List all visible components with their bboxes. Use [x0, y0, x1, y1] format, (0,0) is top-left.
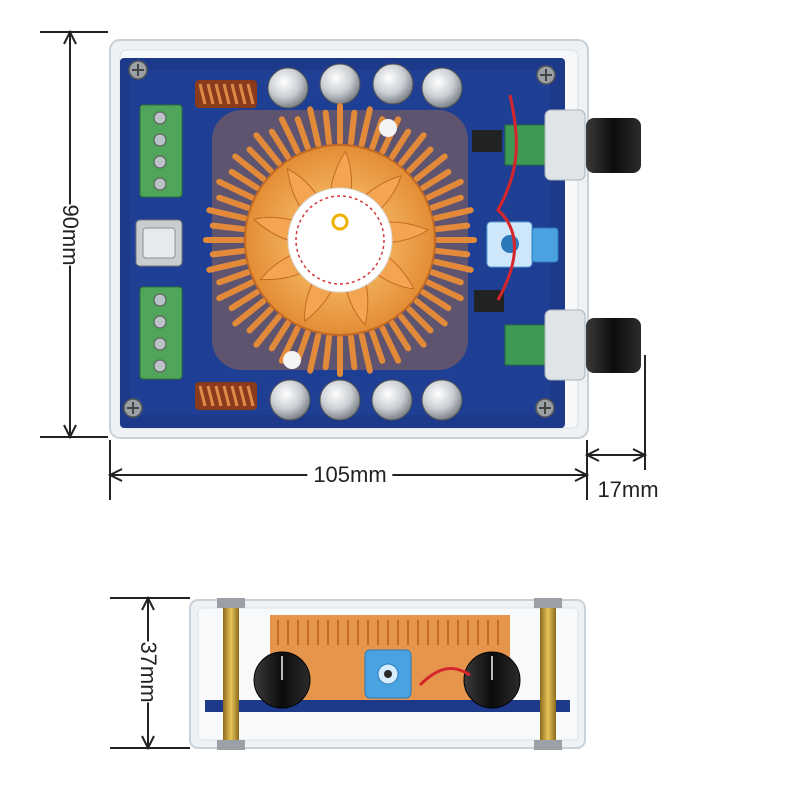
mounting-screw-icon [123, 60, 556, 418]
inductor-icon [195, 80, 257, 410]
speaker-terminal-top [139, 104, 183, 198]
height-label: 90mm [58, 204, 83, 266]
audio-jack-icon [486, 221, 559, 268]
capacitor-icon [267, 63, 463, 421]
side-height-label: 37mm [136, 641, 161, 703]
side-view [189, 598, 586, 750]
standoff [217, 598, 562, 750]
knob-depth-label: 17mm [597, 477, 659, 502]
audio-jack-icon [364, 649, 412, 699]
speaker-terminal-bottom [139, 286, 183, 380]
volume-knob-icon [253, 651, 521, 709]
width-label: 105mm [307, 464, 393, 486]
volume-knob-icon [504, 109, 641, 381]
cooling-fan-icon [244, 144, 436, 336]
top-view [109, 39, 641, 439]
